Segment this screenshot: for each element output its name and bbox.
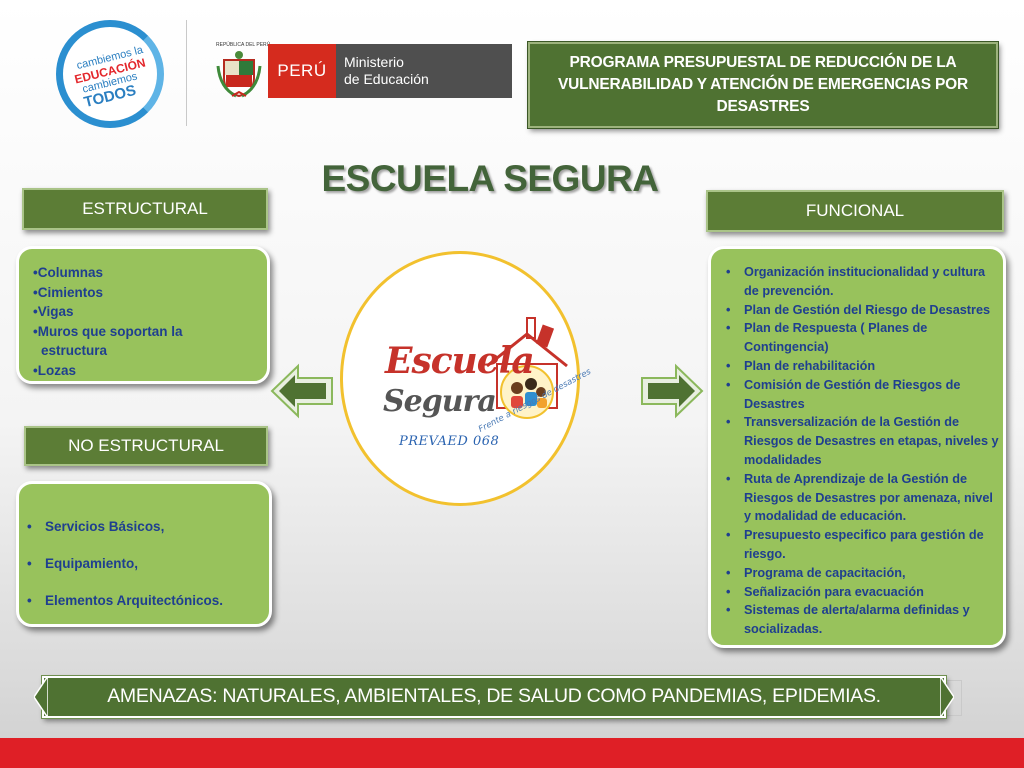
- arrow-left-icon: [270, 363, 334, 419]
- list-item: Equipamiento,: [25, 555, 259, 592]
- campaign-logo: cambiemos la EDUCACIÓN cambiemos TODOS: [56, 20, 164, 128]
- list-item: Servicios Básicos,: [25, 518, 259, 555]
- list-item: •Columnas: [33, 265, 103, 280]
- list-item: estructura: [41, 343, 108, 358]
- no-estructural-box: Servicios Básicos, Equipamiento, Element…: [16, 481, 272, 627]
- peru-label: PERÚ: [268, 44, 336, 98]
- list-item: Presupuesto especifico para gestión de r…: [717, 526, 999, 564]
- estructural-box: •Columnas •Cimientos •Vigas •Muros que s…: [16, 246, 270, 384]
- ministry-label: Ministerio de Educación: [336, 44, 512, 98]
- list-item: Plan de Gestión del Riesgo de Desastres: [717, 301, 999, 320]
- shield-caption: REPÚBLICA DEL PERÚ: [216, 42, 271, 48]
- list-item: •Vigas: [33, 304, 74, 319]
- list-item: Elementos Arquitectónicos.: [25, 592, 259, 629]
- header-divider: [186, 20, 187, 126]
- list-item: •Muros que soportan la: [33, 323, 183, 339]
- program-title-box: PROGRAMA PRESUPUESTAL DE REDUCCIÓN DE LA…: [527, 41, 999, 129]
- list-item: Organización institucionalidad y cultura…: [717, 263, 999, 301]
- ministry-line2: de Educación: [344, 71, 429, 87]
- chevron-left-icon: [33, 673, 49, 721]
- escuela-segura-logo: Escuela Segura PREVAED 068 Frente a ries…: [340, 251, 593, 506]
- funcional-box: Organización institucionalidad y cultura…: [708, 246, 1006, 648]
- list-item: Sistemas de alerta/alarma definidas y so…: [717, 601, 999, 639]
- list-item: •Lozas: [33, 362, 76, 378]
- list-item: Ruta de Aprendizaje de la Gestión de Rie…: [717, 470, 999, 526]
- logo-word-segura: Segura: [383, 384, 497, 419]
- list-item: Señalización para evacuación: [717, 583, 999, 602]
- arrow-right-icon: [640, 363, 704, 419]
- funcional-heading: FUNCIONAL: [706, 190, 1004, 232]
- peru-coat-of-arms-icon: REPÚBLICA DEL PERÚ: [216, 42, 270, 100]
- logo-word-escuela: Escuela: [385, 340, 535, 382]
- list-item: Comisión de Gestión de Riesgos de Desast…: [717, 376, 999, 414]
- threats-banner: AMENAZAS: NATURALES, AMBIENTALES, DE SAL…: [41, 675, 947, 719]
- no-estructural-heading: NO ESTRUCTURAL: [24, 426, 268, 466]
- page-title: ESCUELA SEGURA: [321, 158, 659, 199]
- school-house-icon: [486, 317, 568, 419]
- estructural-heading: ESTRUCTURAL: [22, 188, 268, 230]
- logo-subtitle: PREVAED 068: [399, 434, 500, 449]
- list-item: •Cimientos: [33, 284, 103, 300]
- ministry-line1: Ministerio: [344, 54, 404, 70]
- list-item: Plan de rehabilitación: [717, 357, 999, 376]
- program-title: PROGRAMA PRESUPUESTAL DE REDUCCIÓN DE LA…: [557, 54, 969, 115]
- footer-band: [0, 738, 1024, 768]
- list-item: Programa de capacitación,: [717, 564, 999, 583]
- list-item: Transversalización de la Gestión de Ries…: [717, 413, 999, 469]
- chevron-right-icon: [939, 673, 955, 721]
- list-item: Plan de Respuesta ( Planes de Contingenc…: [717, 319, 999, 357]
